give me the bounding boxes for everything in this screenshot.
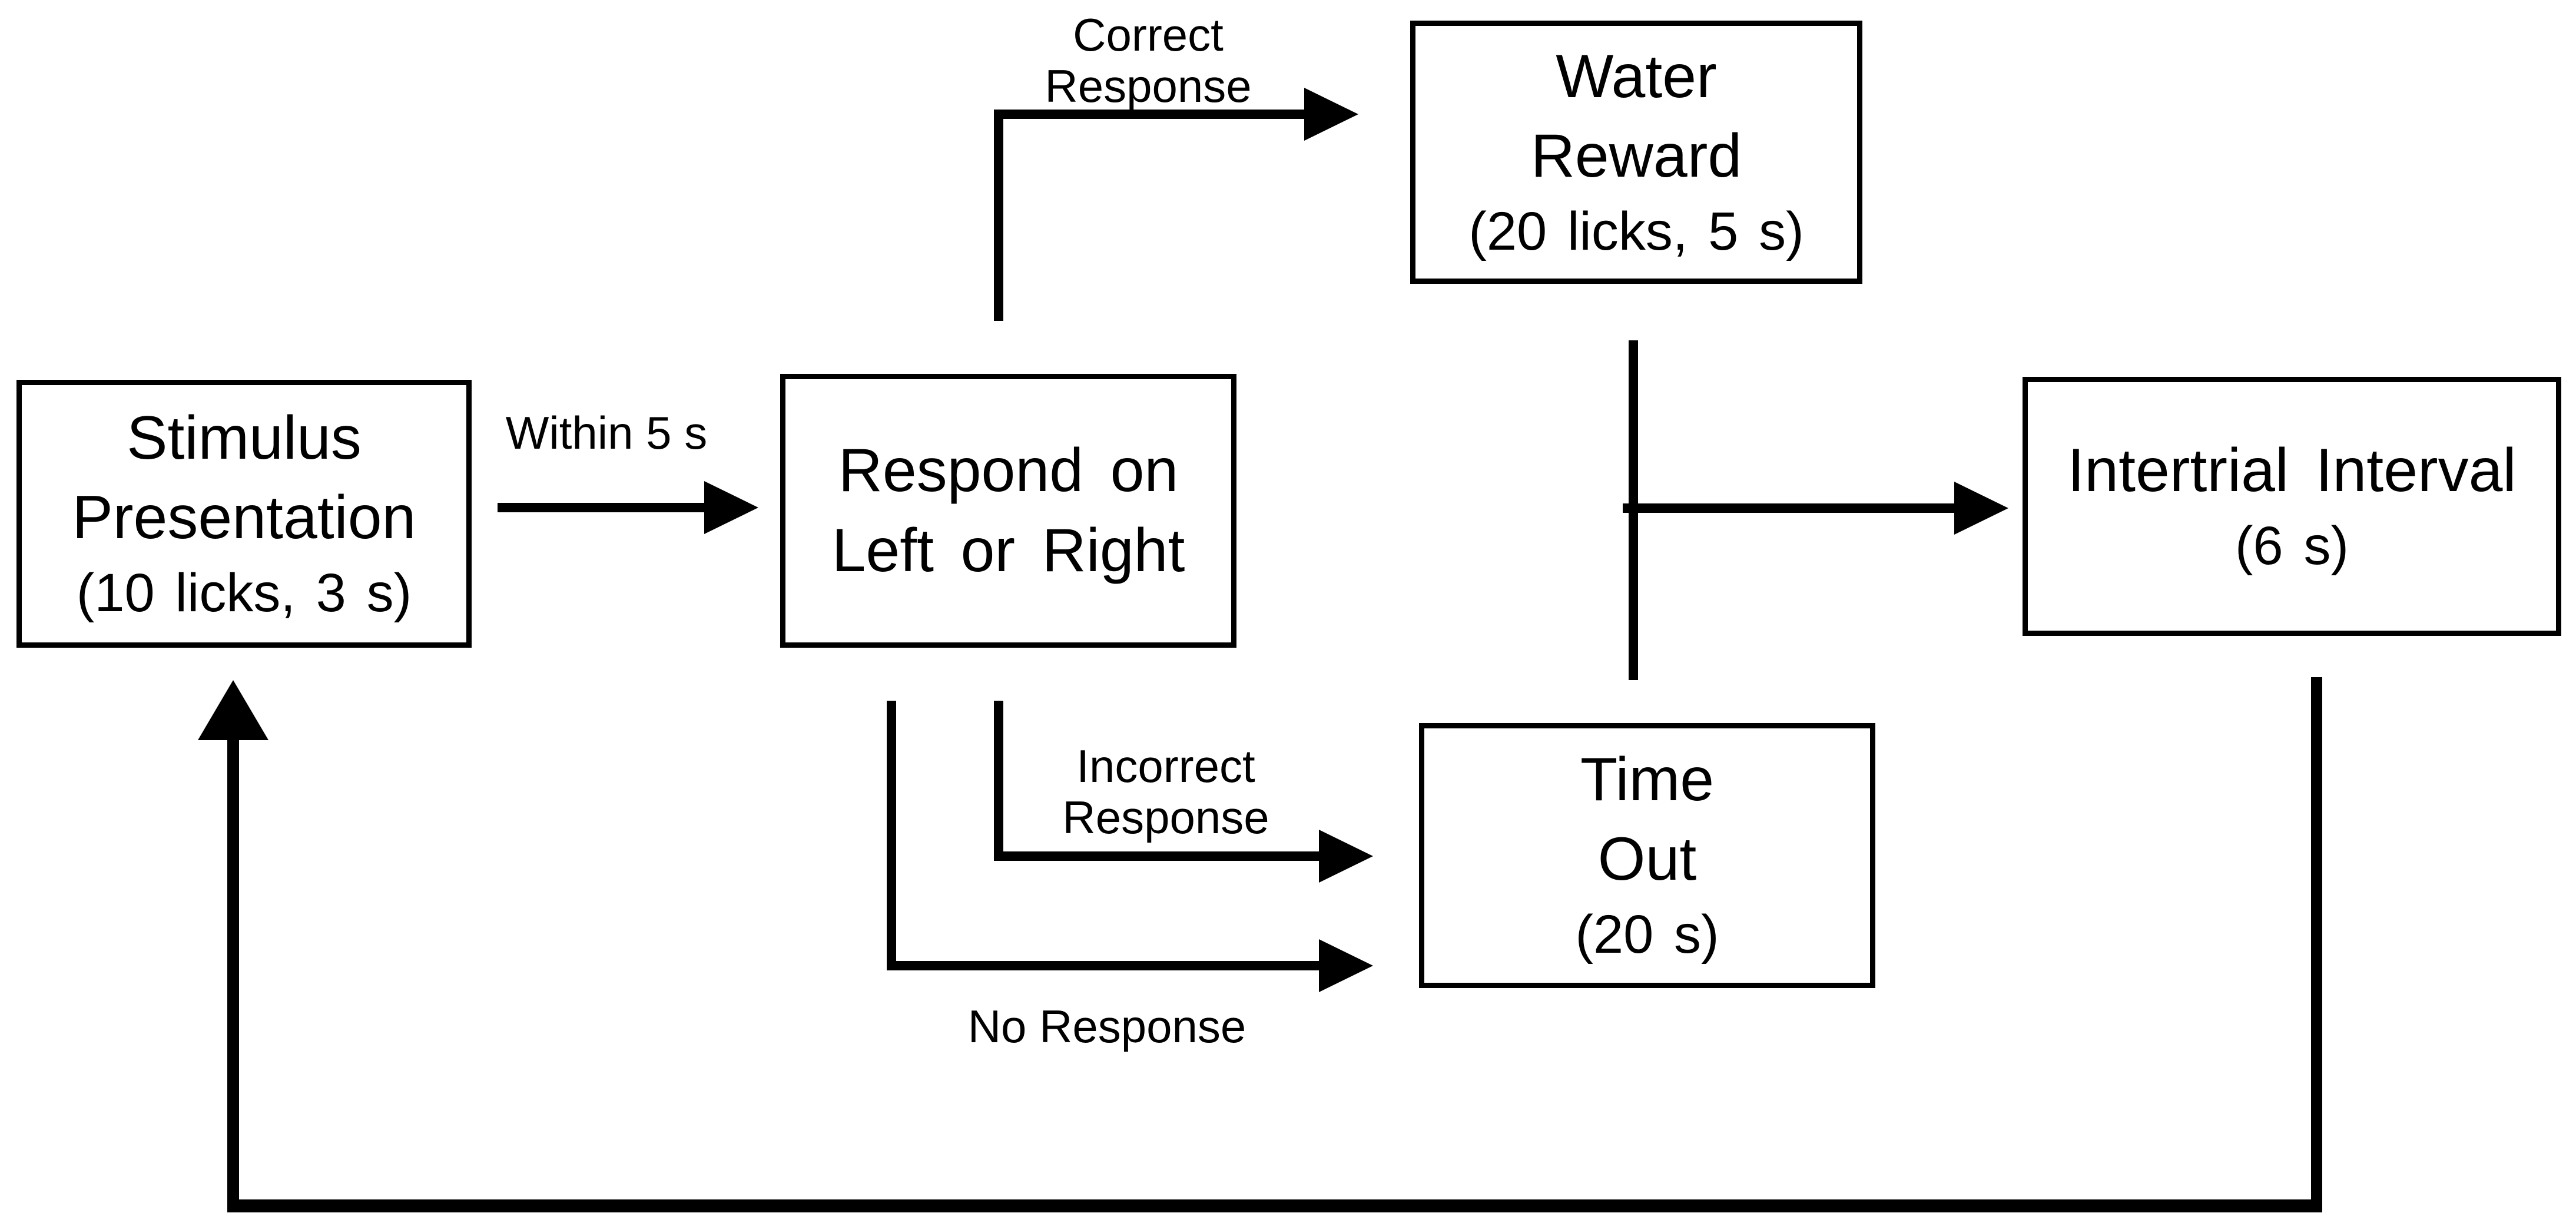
incorrect-connector-horizontal — [994, 851, 1320, 861]
correct-connector-horizontal — [994, 110, 1305, 119]
time-out-box: Time Out (20 s) — [1419, 723, 1875, 988]
time-out-title-line2: Out — [1597, 825, 1697, 894]
incorrect-response-label: Incorrect Response — [1001, 740, 1331, 844]
incorrect-response-label-line2: Response — [1062, 791, 1269, 844]
stimulus-presentation-title-line2: Presentation — [72, 483, 416, 552]
time-out-parameters: (20 s) — [1575, 904, 1719, 965]
no-response-connector-horizontal — [887, 961, 1320, 970]
intertrial-interval-title: Intertrial Interval — [2067, 436, 2517, 505]
correct-response-label: Correct Response — [977, 9, 1319, 112]
return-loop-bottom — [227, 1199, 2322, 1212]
no-response-label: No Response — [967, 1000, 1246, 1052]
stimulus-presentation-title-line1: Stimulus — [127, 403, 362, 472]
respond-title-line1: Respond on — [838, 436, 1179, 505]
time-out-title-line1: Time — [1580, 745, 1715, 814]
water-reward-title-line2: Reward — [1530, 121, 1742, 190]
respond-title-line2: Left or Right — [831, 516, 1185, 585]
iti-arrowhead — [1954, 482, 2008, 535]
correct-arrowhead — [1304, 88, 1358, 141]
iti-arrow-shaft — [1623, 503, 1955, 513]
incorrect-arrowhead — [1319, 830, 1373, 883]
correct-connector-vertical — [994, 110, 1003, 321]
stimulus-presentation-parameters: (10 licks, 3 s) — [76, 562, 412, 623]
incorrect-connector-vertical — [994, 701, 1003, 861]
intertrial-interval-parameters: (6 s) — [2234, 515, 2349, 576]
correct-response-label-line1: Correct — [1073, 9, 1224, 61]
respond-left-right-box: Respond on Left or Right — [780, 374, 1236, 648]
no-response-arrowhead — [1319, 939, 1373, 992]
stimulus-presentation-box: Stimulus Presentation (10 licks, 3 s) — [16, 380, 472, 648]
no-response-connector-vertical — [887, 701, 896, 970]
water-reward-parameters: (20 licks, 5 s) — [1468, 201, 1804, 261]
within-arrow-shaft — [498, 503, 705, 512]
water-reward-title-line1: Water — [1556, 42, 1717, 111]
incorrect-response-label-line1: Incorrect — [1076, 740, 1255, 792]
water-reward-box: Water Reward (20 licks, 5 s) — [1410, 21, 1862, 284]
return-loop-iti-drop — [2311, 677, 2322, 1212]
correct-response-label-line2: Response — [1045, 60, 1252, 112]
within-arrowhead — [704, 481, 758, 534]
intertrial-interval-box: Intertrial Interval (6 s) — [2023, 377, 2561, 636]
return-loop-left-riser — [227, 736, 239, 1212]
within-5s-label: Within 5 s — [505, 407, 708, 459]
return-loop-arrowhead — [198, 680, 268, 740]
